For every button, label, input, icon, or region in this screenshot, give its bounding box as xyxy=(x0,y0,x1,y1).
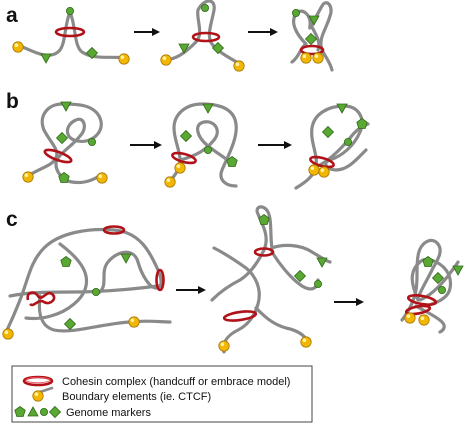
marker-triangle xyxy=(316,257,328,268)
chromatin-strand xyxy=(24,242,89,321)
legend-label-cohesin: Cohesin complex (handcuff or embrace mod… xyxy=(62,376,290,388)
marker-circle xyxy=(66,7,74,16)
chromatin-strand xyxy=(294,104,368,190)
cohesin-ring xyxy=(404,304,432,316)
boundary-element xyxy=(312,52,324,64)
panel-a-stage-3 xyxy=(290,1,334,72)
marker-triangle xyxy=(202,103,214,114)
marker-circle xyxy=(313,279,323,289)
arrow-c-2 xyxy=(334,298,364,306)
cohesin-ring xyxy=(299,44,325,56)
chromatin-strand xyxy=(178,120,234,166)
panel-c-stage-2 xyxy=(210,205,332,354)
panel-c-stage-1 xyxy=(2,225,172,340)
boundary-element xyxy=(12,41,24,53)
marker-triangle xyxy=(336,103,348,114)
chromatin-strand xyxy=(270,250,320,291)
cohesin-ring xyxy=(191,31,221,43)
legend-item-boundary: Boundary elements (ie. CTCF) xyxy=(32,386,211,403)
chromatin-strand xyxy=(26,102,104,185)
marker-triangle xyxy=(40,53,52,64)
legend-label-markers: Genome markers xyxy=(66,407,151,419)
chromatin-strand xyxy=(270,243,332,264)
chromatin-strand xyxy=(410,257,453,308)
panel-c: c xyxy=(2,205,464,354)
marker-triangle xyxy=(60,101,72,112)
chromatin-strand xyxy=(162,0,242,66)
legend: Cohesin complex (handcuff or embrace mod… xyxy=(11,365,313,423)
marker-pentagon xyxy=(422,256,434,267)
boundary-element xyxy=(2,328,14,340)
arrow-b-2 xyxy=(258,141,292,149)
marker-diamond xyxy=(180,130,192,142)
marker-circle xyxy=(200,4,210,13)
panel-label-a: a xyxy=(6,4,18,27)
arrow-c-1 xyxy=(176,286,206,294)
panel-a-stage-2 xyxy=(160,0,245,72)
boundary-element xyxy=(118,53,130,65)
cohesin-ring xyxy=(155,268,165,292)
boundary-element xyxy=(300,52,312,64)
boundary-element xyxy=(174,162,186,174)
chromatin-strand xyxy=(210,205,274,302)
chromatin-strand xyxy=(212,246,261,354)
cohesin-ring xyxy=(43,148,73,164)
boundary-element xyxy=(300,336,312,348)
panel-b-stage-3 xyxy=(294,103,370,190)
circle-marker-icon xyxy=(40,407,48,417)
boundary-element xyxy=(404,312,416,324)
chromatin-strand xyxy=(4,227,163,334)
panel-b-stage-1 xyxy=(22,101,108,185)
panel-b: b xyxy=(6,90,370,190)
panel-a: a xyxy=(6,0,334,72)
marker-circle xyxy=(92,287,100,297)
cohesin-ring xyxy=(222,310,258,322)
boundary-element xyxy=(218,340,230,352)
cohesin-ring xyxy=(406,294,438,306)
marker-circle xyxy=(343,137,353,147)
boundary-element xyxy=(164,176,176,188)
boundary-element xyxy=(318,166,330,178)
cohesin-ring xyxy=(253,247,275,257)
arrow-a-1 xyxy=(134,28,160,36)
marker-pentagon xyxy=(60,256,72,267)
boundary-element xyxy=(96,172,108,184)
marker-circle xyxy=(437,285,447,295)
cohesin-ring xyxy=(102,225,126,235)
panel-label-b: b xyxy=(6,90,19,113)
marker-triangle xyxy=(120,253,132,264)
boundary-element xyxy=(128,316,140,328)
legend-box xyxy=(11,365,313,423)
cohesin-ring xyxy=(171,151,197,165)
panel-c-stage-3 xyxy=(400,238,464,334)
boundary-element xyxy=(160,54,172,66)
arrow-b-1 xyxy=(130,141,162,149)
legend-item-markers: Genome markers xyxy=(14,406,151,419)
boundary-element xyxy=(233,60,245,72)
boundary-element xyxy=(22,171,34,183)
cohesin-ring xyxy=(26,291,56,307)
cohesin-ring xyxy=(54,26,86,38)
panel-label-c: c xyxy=(6,208,18,231)
panel-a-stage-1 xyxy=(12,7,130,65)
marker-diamond xyxy=(56,132,68,144)
legend-label-boundary: Boundary elements (ie. CTCF) xyxy=(62,391,211,403)
legend-item-cohesin: Cohesin complex (handcuff or embrace mod… xyxy=(22,375,290,388)
marker-pentagon xyxy=(356,118,368,129)
boundary-element xyxy=(418,314,430,326)
marker-circle xyxy=(203,145,213,155)
marker-diamond xyxy=(322,126,334,138)
cohesin-ring xyxy=(309,155,335,169)
marker-triangle xyxy=(452,265,464,276)
marker-circle xyxy=(291,8,301,18)
boundary-element xyxy=(308,164,320,176)
arrow-a-2 xyxy=(248,28,278,36)
marker-diamond xyxy=(64,318,76,330)
boundary-element-icon xyxy=(32,390,44,402)
chromatin-strand xyxy=(254,306,310,344)
marker-circle xyxy=(88,137,96,147)
chromatin-strand xyxy=(166,102,238,188)
panel-b-stage-2 xyxy=(164,102,238,188)
